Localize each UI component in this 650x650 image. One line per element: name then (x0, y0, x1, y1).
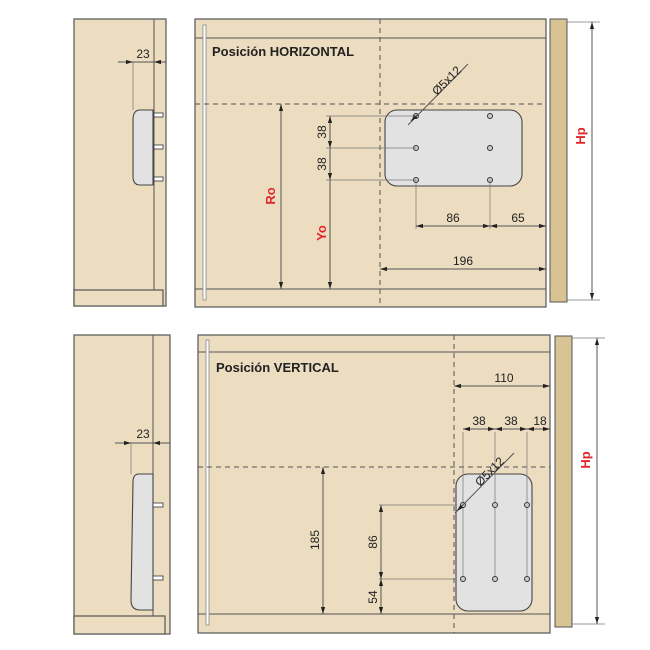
bracket-profile (132, 109, 154, 186)
hp-label: Hp (578, 451, 593, 468)
arrow (456, 502, 466, 512)
side-panel (554, 335, 573, 628)
view-title: Posición HORIZONTAL (212, 44, 354, 59)
side-panel (549, 18, 568, 303)
hole (524, 502, 530, 508)
hole (487, 145, 493, 151)
depth-label: 23 (136, 427, 150, 441)
depth-label: 23 (136, 47, 150, 61)
spacing-label: 38 (315, 125, 329, 139)
pin (153, 176, 164, 182)
pin (152, 575, 164, 581)
rod (205, 339, 210, 626)
hole (492, 576, 498, 582)
hole (492, 502, 498, 508)
horizontal-side-view: 23 (73, 18, 167, 307)
hole-leader (407, 63, 469, 126)
vertical-side-view: 23 (73, 334, 171, 635)
rod (202, 24, 207, 301)
yo-label: Yo (314, 225, 329, 241)
side-view-bottom (73, 289, 164, 307)
arrow (410, 113, 419, 122)
pin (153, 112, 164, 118)
hole-spacing-label: 86 (446, 211, 460, 225)
mounting-plate (455, 473, 533, 612)
view-title: Posición VERTICAL (216, 360, 339, 375)
spacing-label: 38 (472, 414, 486, 428)
side-view-bottom (73, 615, 166, 635)
horizontal-front-view: Posición HORIZONTAL Ø5x12 38 38 Yo Ro 86 (194, 18, 600, 308)
vertical-front-view: Posición VERTICAL 110 38 38 18 Ø5x12 185 (197, 334, 605, 634)
pin (152, 502, 164, 508)
height-label: 185 (308, 530, 322, 550)
edge-offset-label: 18 (533, 414, 547, 428)
pin (153, 144, 164, 150)
hole (460, 576, 466, 582)
center-offset-label: 110 (494, 371, 513, 385)
holes (460, 502, 530, 582)
center-offset-label: 196 (453, 254, 473, 268)
hole (487, 113, 493, 119)
hp-label: Hp (573, 127, 588, 144)
bottom-offset-label: 54 (366, 590, 380, 604)
ro-label: Ro (263, 187, 278, 204)
spacing-label: 38 (504, 414, 518, 428)
bracket-profile (130, 473, 154, 611)
hole-spacing-label: 86 (366, 535, 380, 549)
edge-offset-label: 65 (511, 211, 525, 225)
hole (524, 576, 530, 582)
spacing-label: 38 (315, 157, 329, 171)
side-view-panel (73, 334, 171, 635)
